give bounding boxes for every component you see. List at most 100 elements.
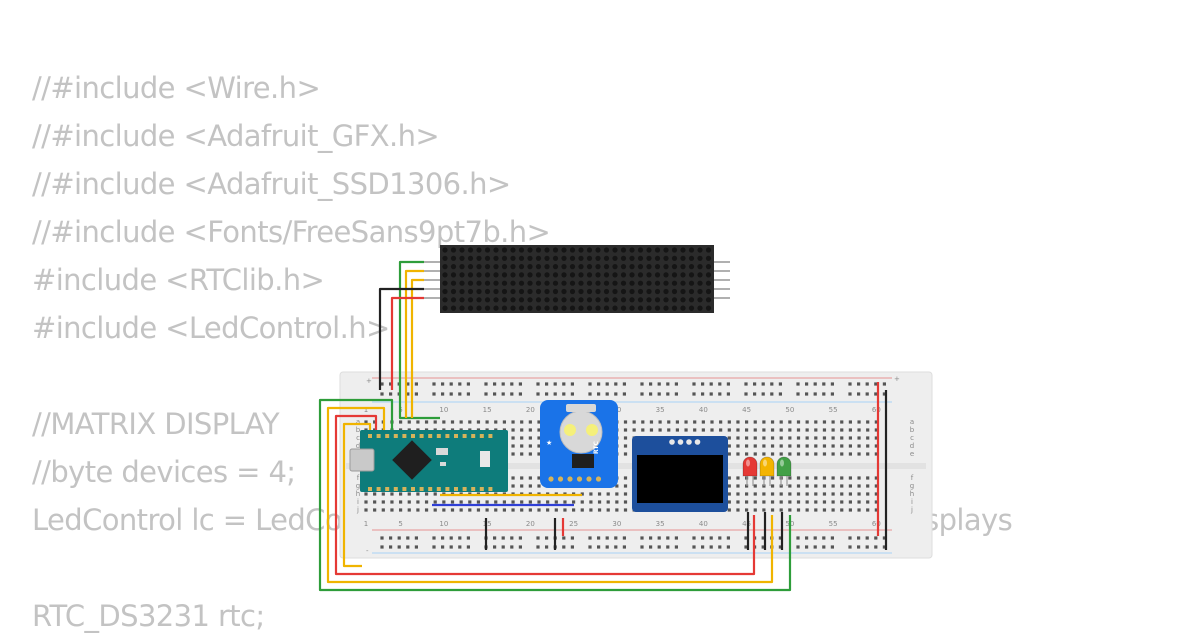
- matrix-led: [450, 288, 457, 295]
- breadboard-hole: [857, 508, 861, 512]
- arduino-pin: [479, 434, 484, 438]
- rail-hole: [709, 536, 713, 540]
- breadboard-hole: [693, 428, 697, 432]
- breadboard-hole: [753, 428, 757, 432]
- matrix-led: [586, 247, 593, 253]
- matrix-led: [442, 272, 448, 278]
- rail-hole: [674, 545, 678, 549]
- rail-hole: [536, 545, 540, 549]
- breadboard-hole: [416, 500, 420, 504]
- matrix-led: [518, 272, 525, 278]
- code-line: //#include <Adafruit_SSD1306.h>: [32, 167, 511, 201]
- code-line: //MATRIX DISPLAY: [32, 407, 280, 441]
- breadboard-hole: [874, 500, 878, 504]
- breadboard-hole: [450, 508, 455, 512]
- breadboard-hole: [537, 444, 541, 448]
- rail-hole: [778, 392, 782, 396]
- rail-hole: [796, 382, 800, 386]
- rtc-pin: [586, 476, 592, 482]
- rail-hole: [796, 545, 800, 549]
- arduino-pin: [462, 434, 467, 438]
- breadboard-hole: [745, 500, 749, 504]
- matrix-led: [518, 297, 525, 303]
- rail-hole: [865, 545, 869, 549]
- breadboard-hole: [459, 508, 463, 512]
- breadboard-hole: [727, 420, 731, 424]
- breadboard-hole: [675, 428, 679, 432]
- column-number: 35: [656, 406, 665, 414]
- matrix-led: [603, 305, 610, 311]
- breadboard-hole: [450, 420, 455, 424]
- breadboard-hole: [494, 508, 498, 512]
- breadboard-hole: [528, 428, 532, 432]
- matrix-led: [467, 272, 474, 278]
- row-letter: e: [910, 450, 914, 458]
- breadboard-hole: [727, 436, 731, 440]
- breadboard-hole: [442, 420, 446, 424]
- rail-hole: [640, 382, 644, 386]
- rail-hole: [518, 536, 522, 540]
- matrix-led: [569, 247, 576, 253]
- matrix-led: [518, 247, 525, 253]
- matrix-led: [493, 272, 499, 278]
- breadboard-hole: [641, 428, 645, 432]
- row-letter: c: [356, 434, 360, 442]
- breadboard-hole: [866, 492, 870, 496]
- matrix-led: [646, 280, 652, 286]
- rtc-logo-star: ★: [546, 439, 552, 447]
- breadboard-hole: [736, 444, 740, 448]
- matrix-led: [705, 247, 712, 253]
- rail-hole: [813, 392, 817, 396]
- rail-hole: [414, 392, 418, 396]
- rail-hole: [597, 382, 601, 386]
- breadboard-hole: [381, 508, 385, 512]
- row-letter: g: [910, 482, 914, 490]
- rail-hole: [649, 536, 653, 540]
- matrix-led: [663, 255, 669, 261]
- matrix-led: [680, 305, 686, 311]
- rail-hole: [458, 545, 462, 549]
- rail-hole: [865, 382, 869, 386]
- rail-hole: [649, 382, 653, 386]
- breadboard-hole: [476, 508, 481, 512]
- breadboard-hole: [831, 452, 835, 456]
- breadboard-hole: [580, 492, 584, 496]
- breadboard-hole: [537, 428, 541, 432]
- rail-hole: [389, 536, 393, 540]
- breadboard-hole: [753, 476, 757, 480]
- rail-hole: [406, 382, 410, 386]
- matrix-led: [501, 297, 508, 303]
- matrix-led: [467, 305, 474, 311]
- rail-hole: [597, 392, 601, 396]
- breadboard-hole: [796, 452, 801, 456]
- matrix-led: [646, 305, 652, 311]
- breadboard-hole: [770, 500, 775, 504]
- matrix-led: [450, 255, 457, 261]
- breadboard-hole: [736, 484, 740, 488]
- rail-hole: [666, 382, 670, 386]
- matrix-led: [442, 247, 448, 253]
- breadboard-hole: [779, 428, 783, 432]
- breadboard-hole: [848, 420, 852, 424]
- matrix-led: [637, 288, 644, 295]
- rail-hole: [761, 536, 765, 540]
- rail-hole: [389, 382, 393, 386]
- rail-hole: [458, 536, 462, 540]
- rail-hole: [805, 536, 809, 540]
- rail-hole: [622, 382, 626, 386]
- matrix-led: [459, 288, 465, 295]
- arduino-pin: [445, 434, 450, 438]
- breadboard-hole: [736, 476, 740, 480]
- oled-pin: [694, 439, 701, 445]
- code-line: #include <LedControl.h>: [32, 311, 390, 345]
- breadboard-hole: [753, 492, 757, 496]
- breadboard-hole: [770, 420, 775, 424]
- breadboard-hole: [796, 444, 801, 448]
- rail-hole: [493, 392, 497, 396]
- column-number: 30: [612, 520, 621, 528]
- rail-hole: [718, 545, 722, 549]
- matrix-led: [476, 280, 482, 286]
- breadboard-hole: [822, 508, 827, 512]
- matrix-led: [561, 297, 567, 303]
- breadboard-hole: [390, 508, 394, 512]
